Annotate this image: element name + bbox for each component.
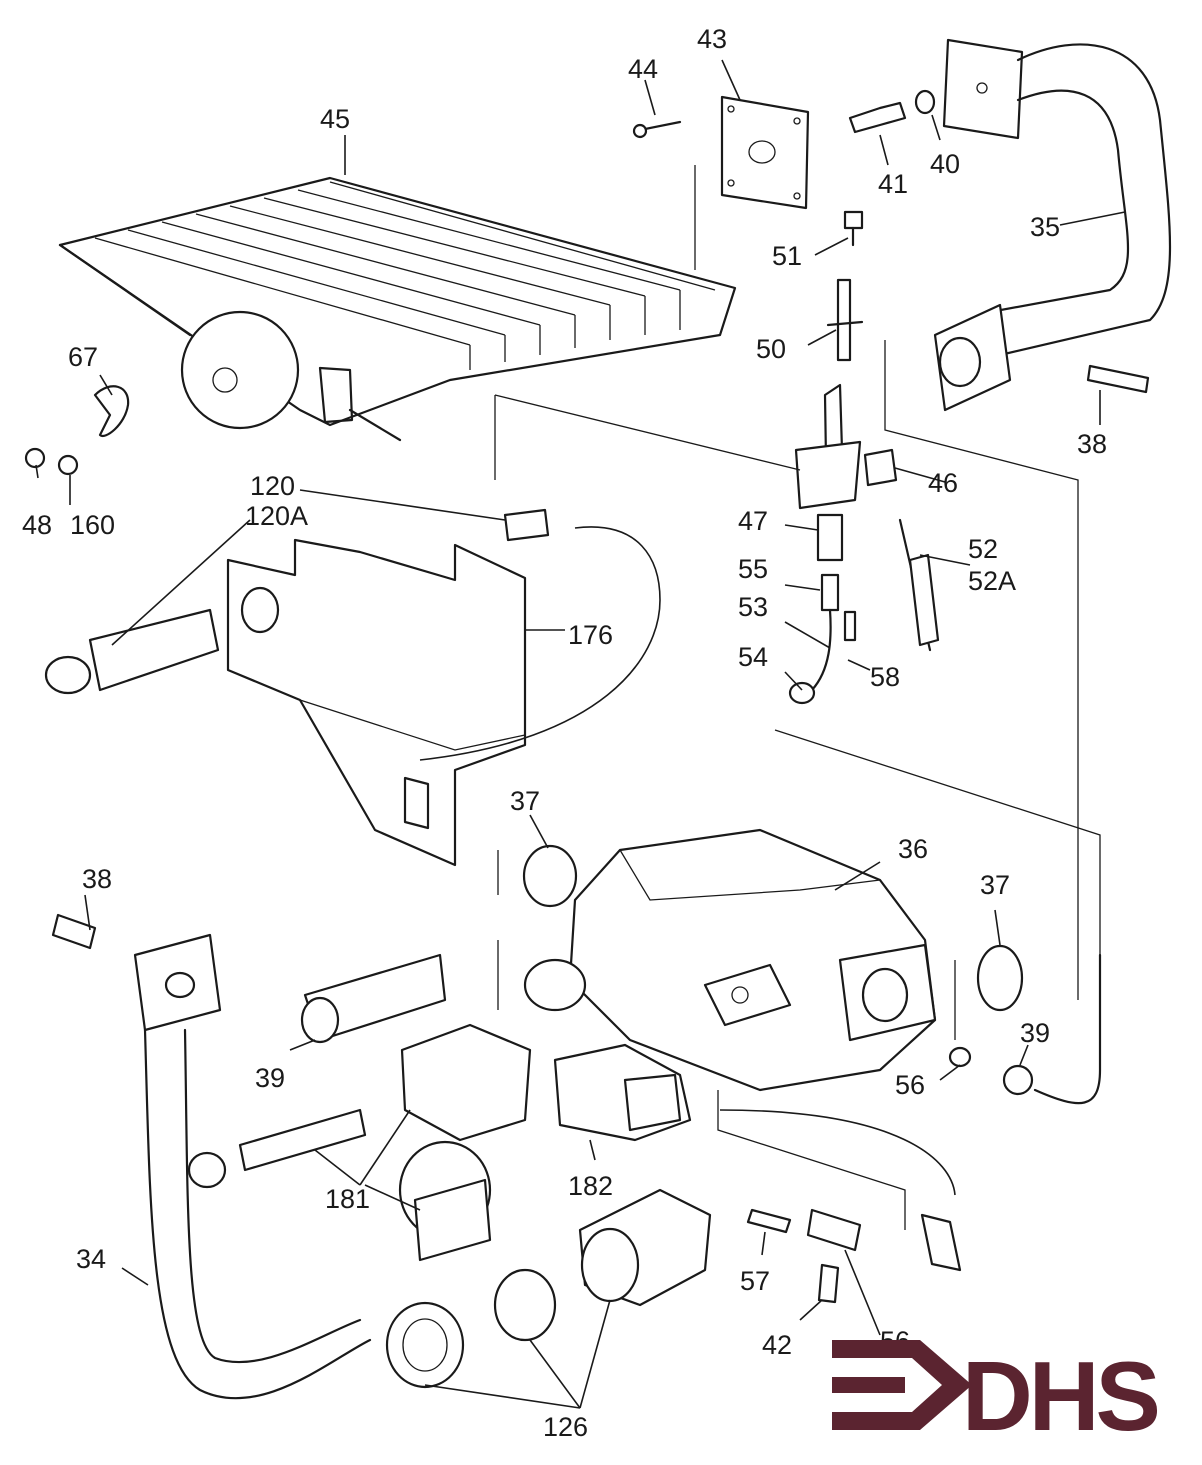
tee-56b [806,1208,862,1252]
label-55: 55 [738,554,768,584]
label-38b: 38 [82,864,112,894]
label-37b: 37 [980,870,1010,900]
label-45: 45 [320,104,350,134]
test-point-42 [817,1263,840,1304]
pilot-assembly [788,210,940,705]
label-52A: 52A [968,566,1016,596]
label-39b: 39 [255,1063,285,1093]
label-43: 43 [697,24,727,54]
fittings-126 [385,1188,712,1389]
bracket-176 [226,538,527,867]
label-52: 52 [968,534,998,564]
part-numbers: 44 43 41 40 35 45 51 50 38 67 46 48 160 … [22,24,1107,1442]
label-176: 176 [568,620,613,650]
nut-48 [24,447,46,469]
plug-39b [1002,1064,1034,1096]
o-ring-37a [522,844,578,908]
label-44: 44 [628,54,658,84]
label-40: 40 [930,149,960,179]
label-39a: 39 [1020,1018,1050,1048]
tube-thermocouple [1033,953,1102,1105]
label-56a: 56 [895,1070,925,1100]
label-53: 53 [738,592,768,622]
alignment-lines [494,165,1101,1230]
connector-182 [553,1043,692,1142]
label-46: 46 [928,468,958,498]
gas-pipe-34 [51,913,372,1400]
label-67: 67 [68,342,98,372]
gas-valve-36 [523,828,937,1092]
label-58: 58 [870,662,900,692]
label-182: 182 [568,1171,613,1201]
igniter-120 [44,508,550,695]
label-120A: 120A [245,501,308,531]
clip-terminal [920,1213,962,1272]
burner-assembly [58,176,737,442]
nut-56a [948,1046,972,1068]
label-57: 57 [740,1266,770,1296]
gas-pipe-35 [933,43,1172,412]
logo-text: DHS [962,1341,1158,1451]
leader-lines [35,59,1126,1409]
dhs-logo: DHS [832,1340,1162,1451]
label-47: 47 [738,506,768,536]
label-51: 51 [772,241,802,271]
label-126: 126 [543,1412,588,1442]
label-160: 160 [70,510,115,540]
label-41: 41 [878,169,908,199]
label-48: 48 [22,510,52,540]
label-50: 50 [756,334,786,364]
label-181: 181 [325,1184,370,1214]
label-34: 34 [76,1244,106,1274]
washer-160 [57,454,79,476]
label-42: 42 [762,1330,792,1360]
label-37a: 37 [510,786,540,816]
o-ring-37b [976,944,1024,1012]
injector-plate-group [632,38,1024,210]
label-36: 36 [898,834,928,864]
label-54: 54 [738,642,768,672]
nipple-57 [746,1208,792,1234]
label-38a: 38 [1077,429,1107,459]
solenoid-181 [187,1023,532,1262]
label-35: 35 [1030,212,1060,242]
clip-67 [93,385,130,438]
label-120: 120 [250,471,295,501]
